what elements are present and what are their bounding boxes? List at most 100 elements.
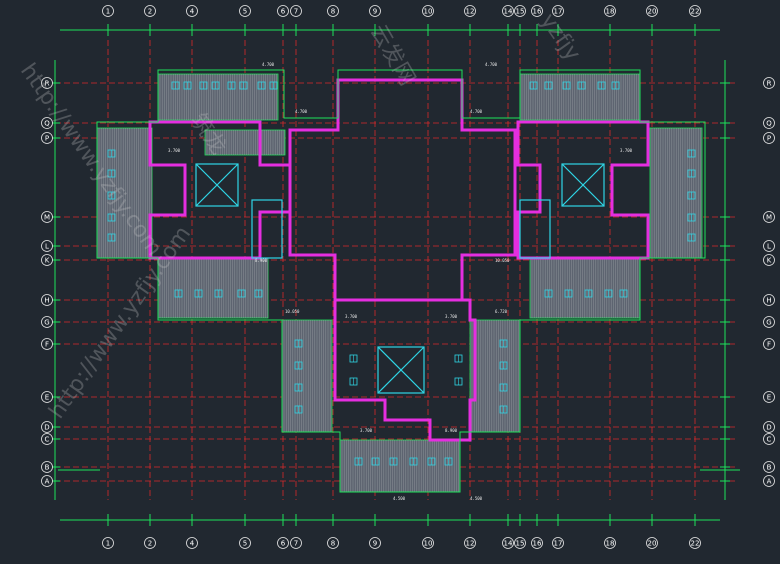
- axis-bubble-label: 10: [424, 8, 433, 16]
- axis-bubble-label: A: [45, 478, 50, 486]
- left-stair-cyan: [251, 199, 283, 259]
- axis-bubble-label: 4: [190, 540, 195, 548]
- window-symbol: [107, 191, 116, 200]
- axis-bubble-label: D: [766, 424, 771, 432]
- axis-bubble: B: [41, 461, 53, 473]
- axis-bubble-label: 5: [243, 540, 247, 548]
- window-symbol: [619, 289, 628, 298]
- axis-bubble: 16: [531, 537, 543, 549]
- annotation-label: 4.500: [393, 496, 406, 501]
- axis-bubble: 2: [144, 5, 156, 17]
- axis-bubble-circle: [369, 537, 381, 549]
- axis-bubble-circle: [422, 537, 434, 549]
- window-symbol: [371, 457, 380, 466]
- axis-bubble-circle: [763, 475, 775, 487]
- axis-bubble-label: 15: [516, 8, 525, 16]
- axis-bubble-label: B: [45, 464, 50, 472]
- axis-bubble-circle: [763, 294, 775, 306]
- axis-bubble-circle: [41, 461, 53, 473]
- axis-bubble-label: 15: [516, 540, 525, 548]
- window-symbol: [687, 191, 696, 200]
- axis-bubble: E: [41, 391, 53, 403]
- axis-bubble: K: [763, 254, 775, 266]
- axis-bubble-circle: [514, 5, 526, 17]
- left-lift-cross-b: [195, 163, 239, 207]
- window-symbol: [239, 81, 248, 90]
- axis-bubble-label: R: [45, 80, 50, 88]
- window-symbol: [499, 405, 508, 414]
- axis-bubble-label: L: [45, 243, 49, 251]
- axis-bubble: R: [41, 77, 53, 89]
- window-symbol: [409, 457, 418, 466]
- axis-bubble-circle: [186, 537, 198, 549]
- axis-bubble: 2: [144, 537, 156, 549]
- annotation-label: 3.700: [620, 148, 633, 153]
- window-symbol: [577, 81, 586, 90]
- axis-bubble: H: [41, 294, 53, 306]
- axis-bubble-circle: [464, 5, 476, 17]
- axis-bubble-circle: [763, 254, 775, 266]
- annotation-label: 3.700: [168, 148, 181, 153]
- axis-bubble-circle: [763, 461, 775, 473]
- window-symbol: [183, 81, 192, 90]
- axis-bubble-circle: [689, 5, 701, 17]
- lift-shafts: [195, 163, 605, 394]
- axis-bubble-label: A: [767, 478, 772, 486]
- axis-bubble-circle: [763, 338, 775, 350]
- axis-bubble-label: P: [45, 135, 49, 143]
- axis-bubble-circle: [552, 537, 564, 549]
- bottom-lift-cross-b: [377, 346, 425, 394]
- window-symbol: [562, 81, 571, 90]
- window-symbol: [107, 233, 116, 242]
- window-symbol: [454, 354, 463, 363]
- axis-bubble: G: [763, 316, 775, 328]
- axis-bubble-circle: [502, 537, 514, 549]
- axis-bubble-label: H: [766, 297, 771, 305]
- axis-bubble: L: [763, 240, 775, 252]
- window-symbol: [107, 169, 116, 178]
- annotation-label: 3.700: [360, 428, 373, 433]
- axis-bubble-label: 14: [504, 540, 513, 548]
- hatched-wing: [204, 129, 286, 156]
- axis-bubble-circle: [41, 132, 53, 144]
- axis-bubble: 16: [531, 5, 543, 17]
- axis-bubble: 5: [239, 5, 251, 17]
- axis-bubble: Q: [41, 117, 53, 129]
- axis-bubble: R: [763, 77, 775, 89]
- axis-bubble: 8: [327, 5, 339, 17]
- axis-bubble-circle: [41, 117, 53, 129]
- axis-bubble: 9: [369, 537, 381, 549]
- green-outline: [50, 24, 740, 526]
- axis-bubble-label: 16: [533, 8, 542, 16]
- axis-bubble-label: 20: [648, 540, 657, 548]
- window-symbol: [227, 81, 236, 90]
- axis-bubble-label: 17: [554, 8, 563, 16]
- axis-bubble-label: C: [45, 436, 50, 444]
- window-symbol: [544, 81, 553, 90]
- axis-bubble-circle: [689, 537, 701, 549]
- axis-bubble-label: 2: [148, 8, 152, 16]
- annotation-label: 8.900: [445, 428, 458, 433]
- axis-bubble-label: M: [766, 214, 772, 222]
- axis-bubble-label: 17: [554, 540, 563, 548]
- window-symbol: [687, 169, 696, 178]
- axis-bubble: 7: [290, 537, 302, 549]
- axis-bubble: 12: [464, 537, 476, 549]
- axis-bubble-label: 22: [691, 8, 700, 16]
- window-symbol: [194, 289, 203, 298]
- annotation-label: 4.700: [262, 62, 275, 67]
- window-symbol: [171, 81, 180, 90]
- axis-bubble: B: [763, 461, 775, 473]
- annotation-label: 8.900: [255, 258, 268, 263]
- window-symbol: [604, 289, 613, 298]
- window-symbol: [499, 339, 508, 348]
- axis-bubble: K: [41, 254, 53, 266]
- axis-bubble: C: [763, 433, 775, 445]
- hatched-wing: [469, 319, 521, 433]
- axis-bubble: H: [763, 294, 775, 306]
- axis-bubble: 22: [689, 537, 701, 549]
- axis-bubble-circle: [41, 211, 53, 223]
- axis-bubble-label: 12: [466, 540, 475, 548]
